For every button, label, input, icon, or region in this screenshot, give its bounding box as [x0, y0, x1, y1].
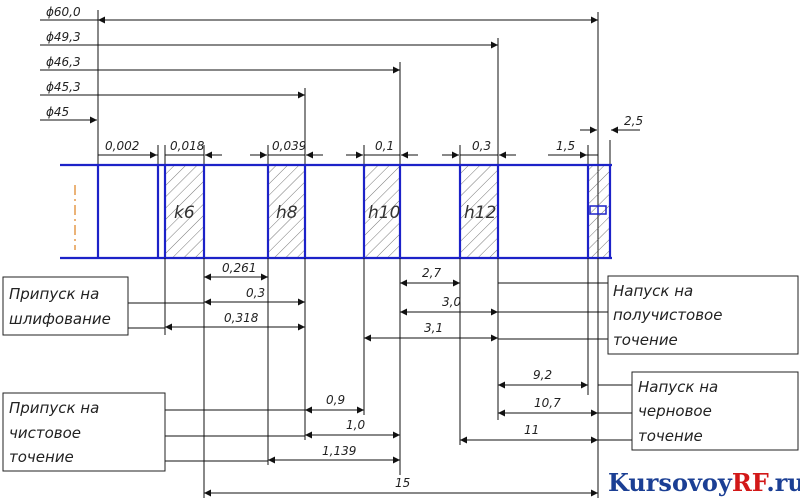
- hatch-last: [588, 165, 610, 258]
- zone-h10: h10: [368, 203, 400, 223]
- note-roughing: Напуск на черновое точение: [631, 371, 799, 451]
- svg-text:получистовое: получистовое: [613, 306, 722, 324]
- hatch-h10: [364, 165, 400, 258]
- dim-label: 1,139: [322, 444, 356, 458]
- dim-label: 2,7: [422, 266, 441, 280]
- svg-text:черновое: черновое: [638, 402, 712, 420]
- dim-label: 9,2: [533, 368, 552, 382]
- dia-label: ϕ49,3: [46, 30, 81, 44]
- dia-label: ϕ46,3: [46, 55, 81, 69]
- dim-label: 0,318: [224, 311, 259, 325]
- dim-label: 0,3: [246, 286, 265, 300]
- right-dims: 2,7 3,0 3,1 9,2 10,7 11: [364, 266, 598, 444]
- tol-label: 2,5: [624, 114, 643, 128]
- left-dims: 0,261 0,3 0,318 0,9 1,0 1,139 15: [165, 261, 598, 497]
- dim-label: 0,9: [326, 393, 345, 407]
- svg-text:шлифование: шлифование: [9, 310, 111, 328]
- svg-text:точение: точение: [638, 427, 703, 445]
- note-finishing: Припуск на чистовое точение: [2, 392, 166, 472]
- dim-label: 10,7: [534, 396, 561, 410]
- svg-text:точение: точение: [9, 448, 74, 466]
- dia-label: ϕ60,0: [46, 5, 81, 19]
- svg-text:Напуск на: Напуск на: [638, 378, 718, 396]
- hatch-k6: [165, 165, 204, 258]
- watermark-logo: KursovoyRF.ru: [608, 468, 800, 497]
- tol-label: 0,1: [375, 139, 394, 153]
- tol-label: 0,018: [170, 139, 205, 153]
- tolerance-band: k6 h8 h10 h12: [60, 163, 612, 260]
- note-semifinishing: Напуск на получистовое точение: [607, 275, 799, 355]
- dim-label: 3,0: [442, 295, 461, 309]
- hatch-h8: [268, 165, 305, 258]
- tol-label: 0,002: [105, 139, 139, 153]
- svg-text:точение: точение: [613, 331, 678, 349]
- tol-label: 0,3: [472, 139, 491, 153]
- dim-label: 11: [524, 423, 539, 437]
- tol-label: 1,5: [556, 139, 575, 153]
- svg-text:Припуск на: Припуск на: [9, 285, 99, 303]
- dim-label: 0,261: [222, 261, 256, 275]
- zone-h8: h8: [276, 203, 298, 223]
- svg-text:чистовое: чистовое: [9, 424, 81, 442]
- dim-label: 15: [395, 476, 410, 490]
- leader-lines: [128, 282, 632, 462]
- tolerance-dims: 0,002 0,018 0,039 0,1 0,3 1,5 2,5: [98, 114, 643, 159]
- zone-k6: k6: [174, 203, 195, 223]
- hatch-h12: [460, 165, 498, 258]
- svg-text:Напуск на: Напуск на: [613, 282, 693, 300]
- tol-label: 0,039: [272, 139, 306, 153]
- svg-text:Припуск на: Припуск на: [9, 399, 99, 417]
- zone-h12: h12: [464, 203, 496, 223]
- dim-label: 1,0: [346, 418, 365, 432]
- diameter-dims: ϕ60,0 ϕ49,3 ϕ46,3 ϕ45,3 ϕ45: [40, 5, 598, 124]
- dim-label: 3,1: [424, 321, 443, 335]
- dia-label: ϕ45,3: [46, 80, 81, 94]
- dia-label: ϕ45: [46, 105, 69, 119]
- note-grinding: Припуск на шлифование: [2, 276, 129, 336]
